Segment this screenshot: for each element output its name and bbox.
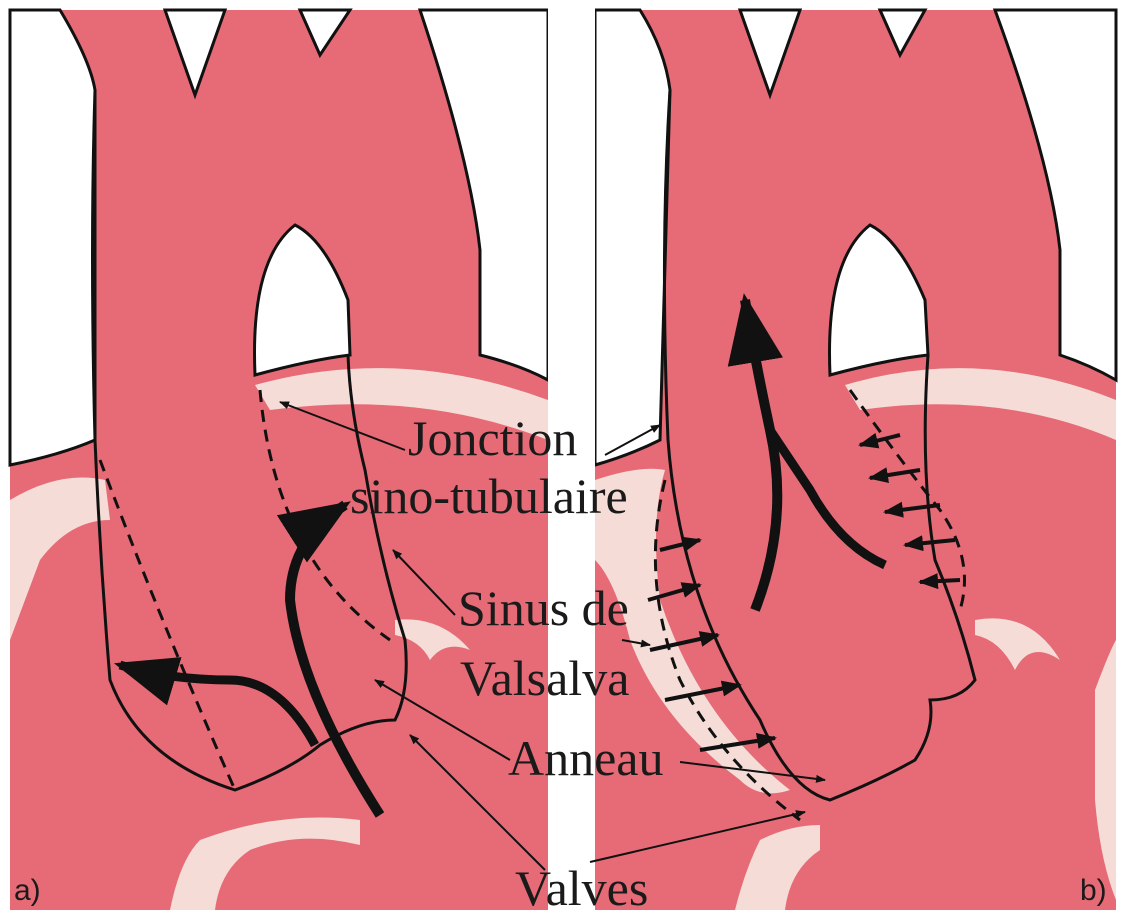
panel-b-label: b) bbox=[1080, 874, 1107, 907]
dilation-arrow bbox=[920, 580, 960, 582]
label-valves: Valves bbox=[515, 860, 648, 915]
label-sinus-line2: Valsalva bbox=[460, 650, 629, 706]
label-jonction-line2: sino-tubulaire bbox=[350, 468, 628, 524]
label-jonction-line1: Jonction bbox=[408, 410, 577, 466]
panel-b: b) bbox=[595, 10, 1116, 910]
panel-a-top-left-gap bbox=[10, 10, 95, 465]
label-sinus-line1: Sinus de bbox=[458, 580, 629, 636]
panel-a-label: a) bbox=[14, 874, 41, 907]
label-anneau: Anneau bbox=[508, 730, 664, 786]
panel-b-top-left-gap bbox=[595, 10, 670, 465]
